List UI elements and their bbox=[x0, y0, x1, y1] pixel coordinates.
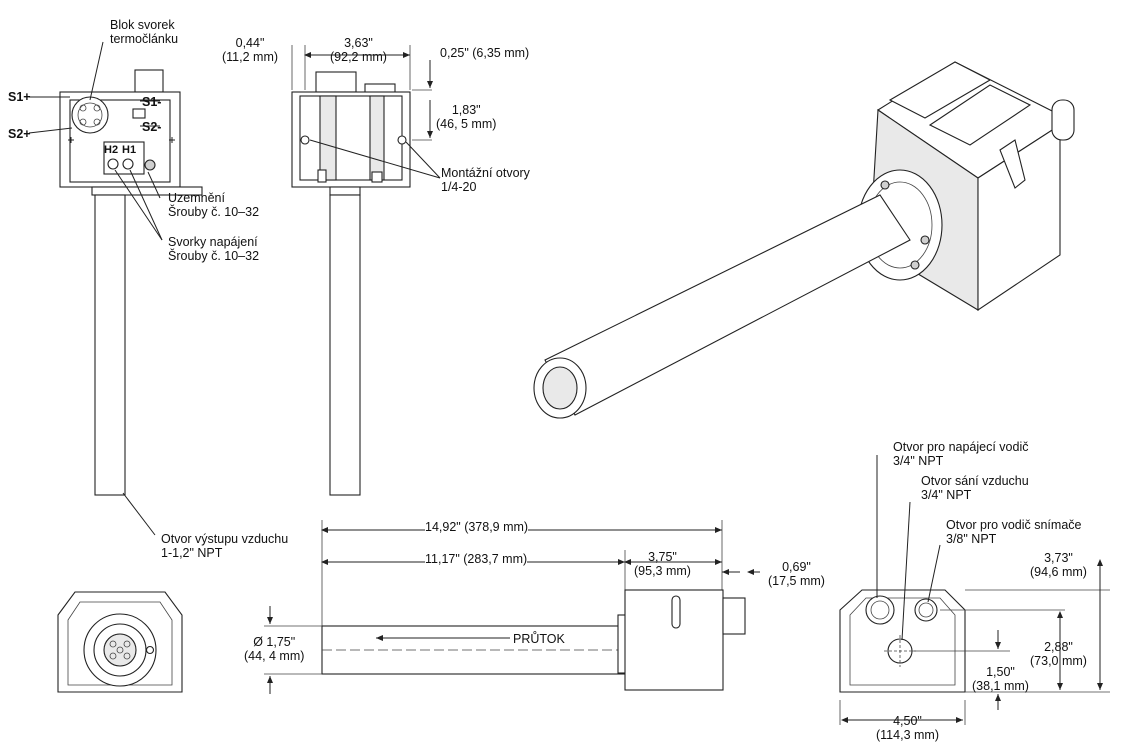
iso-side bbox=[977, 123, 1061, 312]
ground-label: Uzemnění Šrouby č. 10–32 bbox=[168, 191, 260, 219]
mounting-holes-label: Montážní otvory 1/4-20 bbox=[441, 166, 530, 194]
end-view-right bbox=[839, 455, 1110, 725]
power-port-label: Otvor pro napájecí vodič 3/4" NPT bbox=[893, 440, 1029, 468]
h1-label: H1 bbox=[122, 144, 137, 156]
side-tube bbox=[329, 194, 361, 496]
terminal-block-disc bbox=[71, 96, 109, 134]
front-view bbox=[28, 41, 203, 536]
front-top-fitting bbox=[134, 69, 164, 93]
s2-minus-label: S2- bbox=[142, 120, 162, 134]
mounting-hole-left bbox=[300, 135, 310, 145]
end-view-left bbox=[57, 591, 183, 693]
sensor-port bbox=[914, 598, 938, 622]
air-outlet-label: Otvor výstupu vzduchu 1-1,2" NPT bbox=[161, 532, 289, 560]
sensor-port-label: Otvor pro vodič snímače 3/8" NPT bbox=[946, 518, 1082, 546]
dim-450: 4,50" (114,3 mm) bbox=[876, 714, 939, 742]
h2-label: H2 bbox=[104, 144, 119, 156]
mounting-hole-right bbox=[397, 135, 407, 145]
dim-373: 3,73" (94,6 mm) bbox=[1030, 551, 1087, 579]
s1-plus-label: S1+ bbox=[8, 90, 31, 104]
side-view bbox=[291, 45, 441, 496]
dim-044: 0,44" (11,2 mm) bbox=[222, 36, 279, 64]
s2-plus-label: S2+ bbox=[8, 127, 31, 141]
terminal-block-label: Blok svorek termočlánku bbox=[110, 18, 179, 46]
power-port bbox=[865, 595, 895, 625]
s1-minus-label: S1- bbox=[142, 95, 162, 109]
dim-069: 0,69" (17,5 mm) bbox=[768, 560, 825, 588]
dim-288: 2,88" (73,0 mm) bbox=[1030, 640, 1087, 668]
front-tube bbox=[94, 194, 126, 496]
dim-1492: 14,92" (378,9 mm) bbox=[425, 520, 529, 534]
dim-175: Ø 1,75" (44, 4 mm) bbox=[244, 635, 305, 663]
air-intake-label: Otvor sání vzduchu 3/4" NPT bbox=[921, 474, 1029, 502]
dim-150: 1,50" (38,1 mm) bbox=[972, 665, 1029, 693]
flow-label: PRŮTOK bbox=[513, 632, 565, 646]
dim-183: 1,83" (46, 5 mm) bbox=[436, 103, 497, 131]
dim-025: 0,25" (6,35 mm) bbox=[440, 46, 530, 60]
dim-375: 3,75" (95,3 mm) bbox=[634, 550, 691, 578]
isometric-view bbox=[533, 61, 1075, 419]
bottom-long-view bbox=[264, 520, 760, 694]
power-terminals-label: Svorky napájení Šrouby č. 10–32 bbox=[168, 235, 260, 263]
iso-tube bbox=[544, 194, 911, 416]
ground-screw bbox=[144, 159, 156, 171]
dim-1117: 11,17" (283,7 mm) bbox=[425, 552, 528, 566]
dim-363: 3,63" (92,2 mm) bbox=[330, 36, 387, 64]
